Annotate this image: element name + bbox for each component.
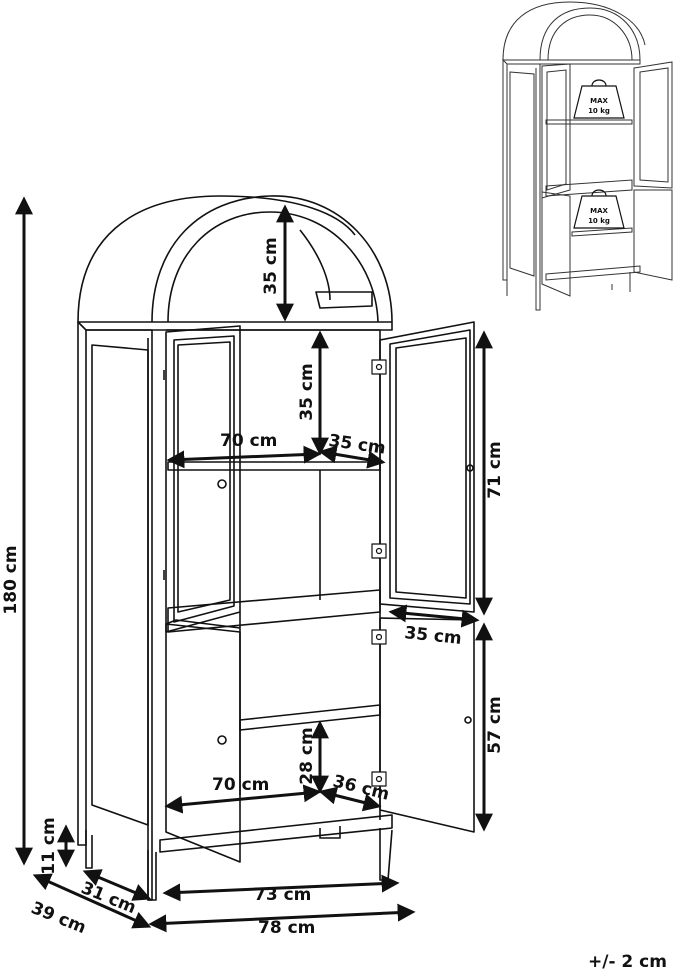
inset-left-front (507, 63, 541, 311)
inset-arch-inner (547, 14, 633, 61)
cabinet-drawing (77, 195, 475, 901)
weight-icon (573, 189, 625, 229)
weight-value-label: 10 kg (588, 217, 610, 225)
right-lower-door (379, 617, 475, 833)
lower-shelf (239, 704, 381, 731)
inset-left-side (502, 60, 508, 281)
arch-outer (77, 195, 356, 323)
arch-inner (167, 211, 379, 323)
inset-lower-shelf (571, 227, 633, 237)
left-lower-knob (217, 735, 227, 745)
label-leg-height: 11 cm (39, 817, 59, 874)
right-upper-door (379, 321, 475, 613)
right-upper-door-inner (389, 329, 471, 605)
weight-max-label: MAX (590, 97, 608, 105)
dim-line-lower-depth (318, 786, 382, 812)
right-leg (379, 828, 393, 881)
label-outer-width: 78 cm (258, 918, 315, 938)
inset-arch-front (539, 7, 641, 61)
upper-shelf (167, 461, 381, 471)
inset-right-lower-door (633, 189, 673, 281)
label-lower-width: 70 cm (212, 775, 269, 795)
left-side-inner-frame (91, 344, 149, 826)
top-slab (77, 321, 393, 331)
inset-arch-outer (502, 1, 646, 61)
hinge-lower-top (371, 629, 387, 645)
left-upper-door (165, 325, 241, 633)
inset-upper-shelf (545, 119, 633, 125)
middle-deck (167, 589, 381, 633)
inset-thumbnail (501, 1, 673, 311)
label-upper-shelf-height: 35 cm (297, 363, 317, 420)
weight-icon (573, 79, 625, 119)
right-lower-knob (464, 716, 472, 724)
inset-right-upper-glass (639, 67, 669, 183)
inset-left-lower-door (541, 191, 571, 297)
label-lower-shelf-height: 28 cm (297, 727, 317, 784)
label-height-total: 180 cm (1, 545, 21, 614)
label-inner-depth: 31 cm (78, 878, 139, 918)
left-leg-back (85, 830, 93, 869)
center-foot (319, 826, 341, 839)
dim-line-upper-door-width (388, 604, 480, 628)
hinge-lower-bottom (371, 771, 387, 787)
dimension-lines (15, 196, 493, 933)
left-upper-door-inner (173, 335, 235, 623)
label-arch-height: 35 cm (261, 237, 281, 294)
dimension-labels: 180 cm 35 cm 35 cm 70 cm 35 cm 71 cm 35 … (1, 237, 667, 972)
inset-right-upper-door (633, 61, 673, 189)
dim-line-outer-depth (32, 873, 152, 929)
dim-line-inner-width (162, 874, 400, 902)
right-upper-knob (466, 464, 474, 472)
dim-line-upper-depth (318, 445, 386, 469)
inset-left-upper-door (541, 63, 571, 199)
left-upper-knob (217, 479, 227, 489)
inset-top (501, 59, 641, 65)
dim-line-lower-width (164, 784, 322, 814)
arch-front (151, 195, 393, 323)
dim-line-upper-width (166, 445, 322, 469)
label-upper-door-width: 35 cm (403, 623, 462, 649)
tolerance-label: +/- 2 cm (588, 952, 667, 972)
arch-back (299, 229, 331, 301)
label-inner-width: 73 cm (254, 885, 311, 905)
label-upper-width: 70 cm (220, 431, 277, 451)
left-lower-door-edge (165, 619, 241, 629)
label-outer-depth: 39 cm (28, 898, 89, 938)
weight-max-label: MAX (590, 207, 608, 215)
inset-bottom (545, 265, 641, 281)
weight-value-label: 10 kg (588, 107, 610, 115)
label-upper-door-height: 71 cm (485, 441, 505, 498)
left-upper-door-glass (177, 341, 231, 613)
dim-line-outer-width (148, 903, 416, 933)
hinge-upper-top (371, 359, 387, 375)
arch-shelf (315, 291, 373, 309)
left-side-outer (77, 322, 87, 846)
inset-left-upper-glass (546, 69, 567, 191)
inset-left-frame (509, 71, 535, 277)
label-lower-door-height: 57 cm (485, 696, 505, 753)
body-bottom (159, 814, 393, 853)
left-lower-door (165, 623, 241, 863)
right-upper-door-glass (395, 337, 467, 599)
inset-weight-labels: MAX 10 kg MAX 10 kg (588, 97, 610, 225)
inset-legs (506, 272, 631, 310)
hinge-upper-bottom (371, 543, 387, 559)
